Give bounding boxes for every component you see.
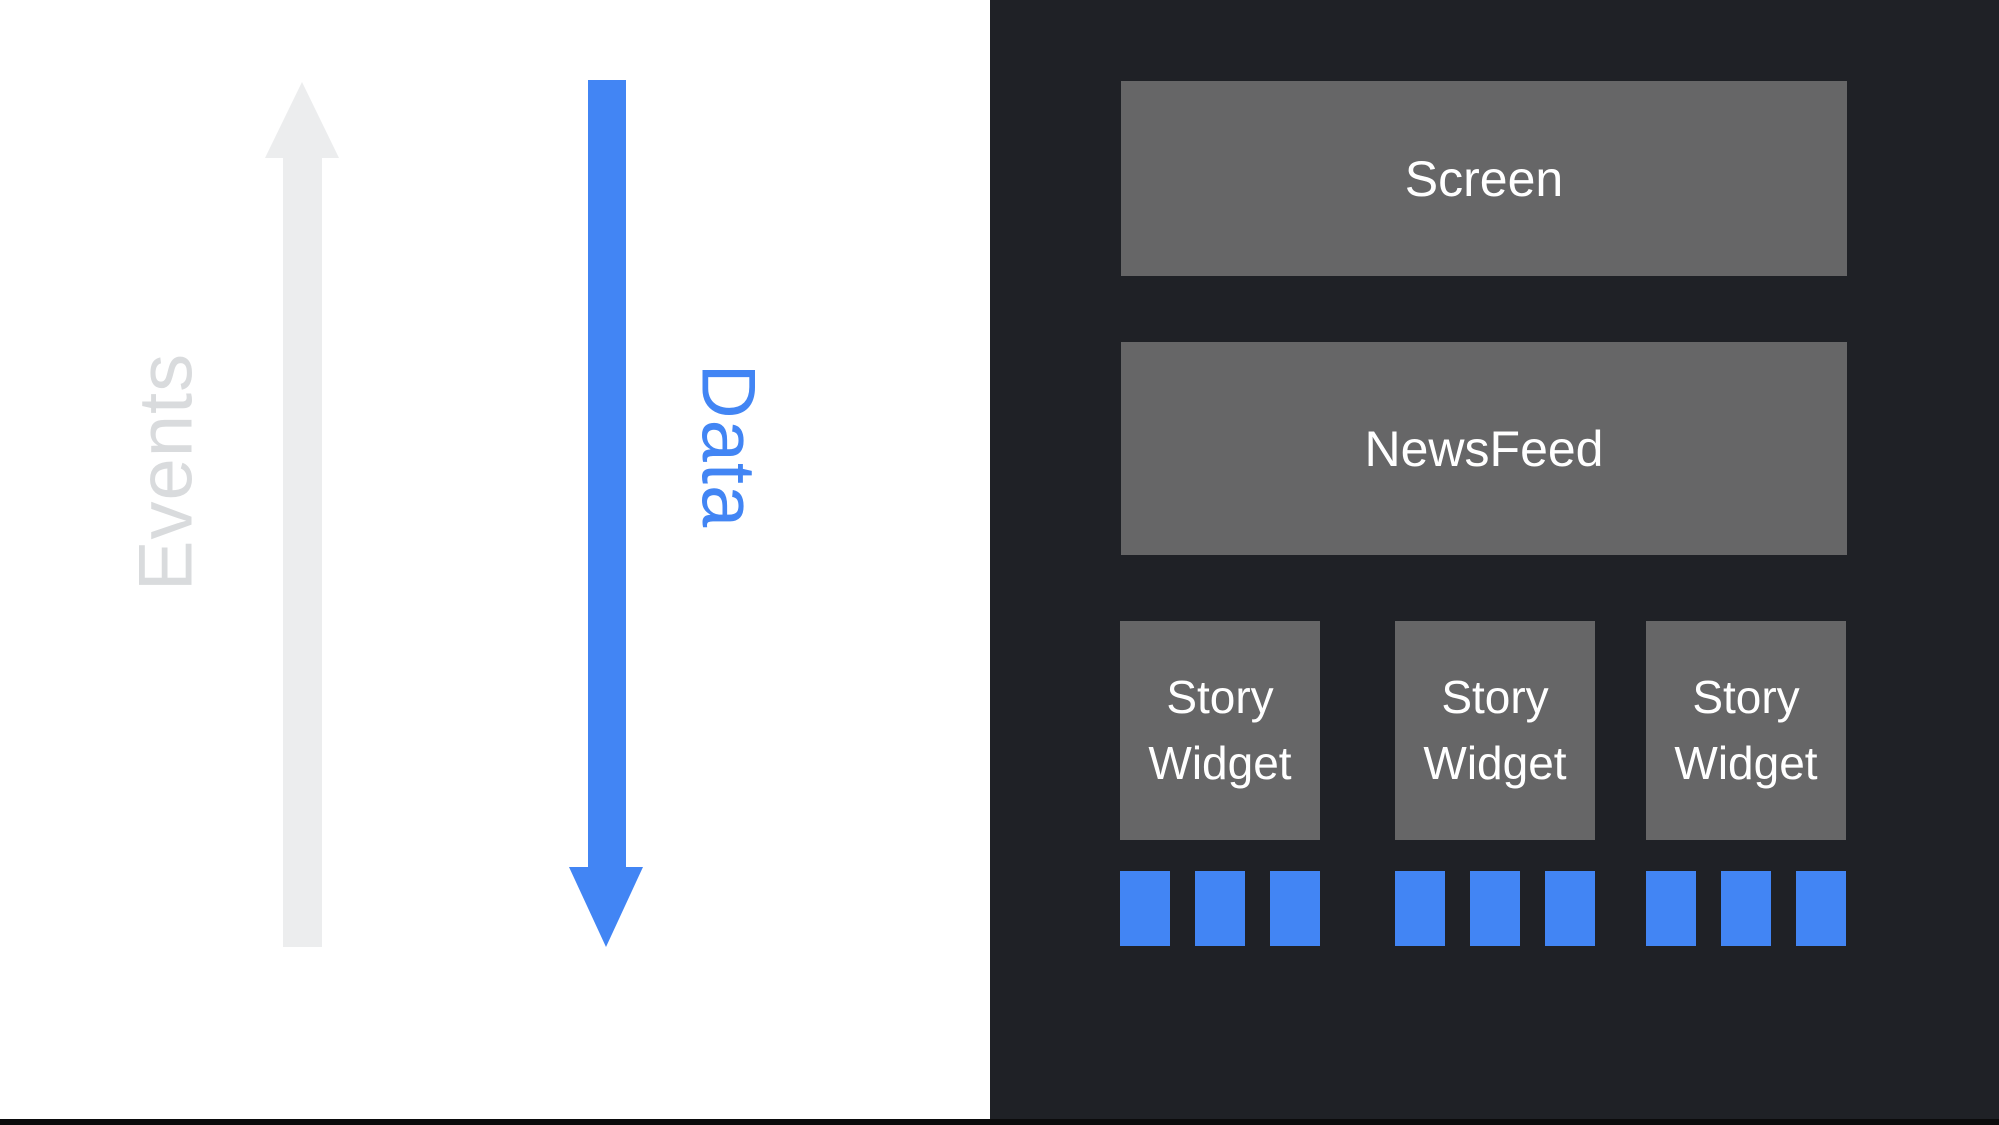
data-block xyxy=(1120,871,1170,946)
story-widget-box: Story Widget xyxy=(1646,621,1846,840)
data-label: Data xyxy=(685,363,771,529)
data-block xyxy=(1796,871,1846,946)
story-widget-row: Story Widget Story Widget Story Widget xyxy=(1120,621,1847,840)
newsfeed-label: NewsFeed xyxy=(1364,420,1604,477)
data-block xyxy=(1721,871,1771,946)
data-block-group xyxy=(1120,871,1320,946)
bottom-border-bar xyxy=(0,1119,1999,1125)
story-widget-box: Story Widget xyxy=(1395,621,1595,840)
data-block xyxy=(1395,871,1445,946)
events-label: Events xyxy=(123,352,209,592)
newsfeed-box: NewsFeed xyxy=(1121,342,1847,555)
data-block-group xyxy=(1646,871,1846,946)
screen-box: Screen xyxy=(1121,81,1847,276)
data-arrow-head xyxy=(569,867,643,947)
data-block xyxy=(1270,871,1320,946)
data-block xyxy=(1545,871,1595,946)
events-arrow-head xyxy=(265,82,339,158)
story-widget-box: Story Widget xyxy=(1120,621,1320,840)
data-block xyxy=(1470,871,1520,946)
data-arrow-shaft xyxy=(588,80,626,868)
story-widget-label: Story Widget xyxy=(1423,671,1567,789)
screen-label: Screen xyxy=(1404,150,1564,207)
data-block-group xyxy=(1395,871,1595,946)
data-block xyxy=(1195,871,1245,946)
data-block xyxy=(1646,871,1696,946)
story-widget-label: Story Widget xyxy=(1674,671,1818,789)
data-blocks-row xyxy=(1120,871,1847,946)
events-arrow-shaft xyxy=(283,157,322,947)
story-widget-label: Story Widget xyxy=(1148,671,1292,789)
